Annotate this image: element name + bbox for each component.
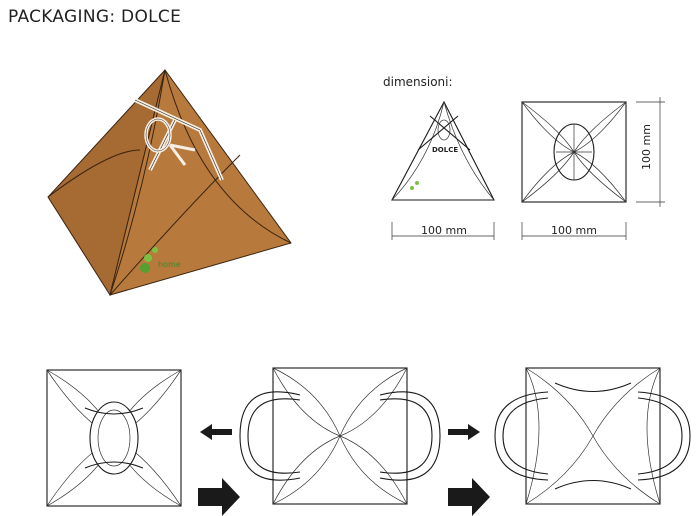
box-logo-text: home [158, 260, 181, 269]
closed-box-top-view [46, 369, 182, 507]
front-view-drawing: DOLCE [391, 100, 495, 240]
front-view-label: DOLCE [432, 146, 458, 154]
dimensions-label: dimensioni: [383, 75, 453, 89]
top-width-label: 100 mm [551, 224, 597, 237]
page-title: PACKAGING: DOLCE [8, 7, 182, 27]
open-box-spread-view [494, 367, 691, 505]
arrow-left-icon [200, 424, 232, 440]
open-box-top-view [239, 367, 441, 505]
arrow-right-icon [448, 424, 480, 440]
top-view-drawing [521, 97, 665, 240]
big-arrow-right-icon [198, 478, 240, 516]
front-width-label: 100 mm [421, 224, 467, 237]
pyramid-box-illustration: home [47, 68, 292, 297]
big-arrow-right-icon [448, 478, 490, 516]
